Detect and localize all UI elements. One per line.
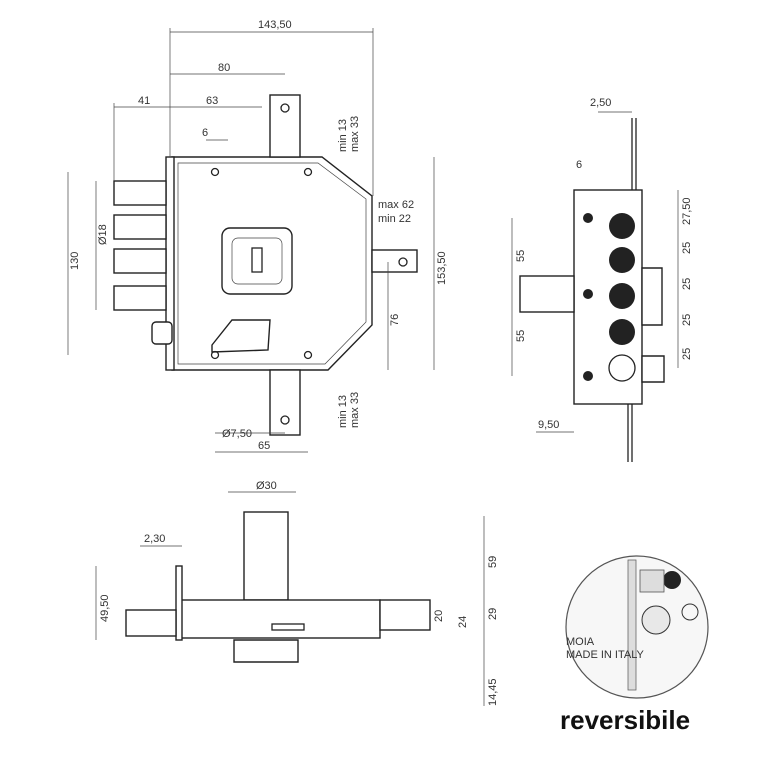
dim-side-950: 9,50: [538, 419, 559, 431]
dim-top-59: 59: [487, 556, 499, 568]
cylinder-housing: [221, 227, 293, 295]
dim-63: 63: [206, 95, 218, 107]
dim-top-4950: 49,50: [99, 594, 111, 622]
front-view: 143,50 80 41 63 6 max 33 min 13 max 62 m…: [67, 19, 448, 453]
dim-top-24: 24: [457, 616, 469, 628]
top-body: [179, 599, 381, 639]
detail-label1: MOIA: [566, 636, 595, 648]
dim-width: 143,50: [258, 19, 292, 31]
dim-side-250: 2,50: [590, 97, 611, 109]
dim-top-20: 20: [433, 610, 445, 622]
bolts: [113, 180, 173, 345]
top-rod-section: [243, 511, 289, 601]
dim-side-2750: 27,50: [681, 197, 693, 225]
bottom-rod: [269, 369, 301, 436]
caption-reversibile: reversibile: [560, 705, 691, 735]
dim-min13-top: min 13: [337, 119, 349, 152]
handle-slot: [211, 319, 271, 353]
dim-side-25d: 25: [681, 348, 693, 360]
dim-min13-bottom: min 13: [337, 395, 349, 428]
dim-80: 80: [218, 62, 230, 74]
dim-side-55a: 55: [515, 250, 527, 262]
dim-h130: 130: [69, 252, 81, 270]
dim-min22: min 22: [378, 213, 411, 225]
dim-41: 41: [138, 95, 150, 107]
dim-65: 65: [258, 440, 270, 452]
dim-top-1445: 14,45: [487, 678, 499, 706]
dim-top-230: 2,30: [144, 533, 165, 545]
detail-label2: MADE IN ITALY: [566, 649, 644, 661]
dim-top-29: 29: [487, 608, 499, 620]
dim-h76: 76: [389, 314, 401, 326]
side-view: 2,50 6 27,50 25 25 25 25 55 55 9,50: [511, 97, 693, 462]
top-rod: [269, 94, 301, 158]
dim-side-25b: 25: [681, 278, 693, 290]
dim-max33-bottom: max 33: [349, 392, 361, 428]
dim-side-hole6: 6: [576, 159, 582, 171]
side-bolt: [371, 249, 418, 273]
detail-view: MOIA MADE IN ITALY: [565, 555, 709, 699]
dim-side-25c: 25: [681, 314, 693, 326]
dim-h153: 153,50: [436, 251, 448, 285]
dim-side-25a: 25: [681, 242, 693, 254]
dim-max62: max 62: [378, 199, 414, 211]
dim-side-55b: 55: [515, 330, 527, 342]
top-view: Ø30 2,30 49,50 59 20 24 29 14,45: [95, 480, 499, 706]
dim-hole6: 6: [202, 127, 208, 139]
dim-d18: Ø18: [97, 224, 109, 245]
dim-max33-top: max 33: [349, 116, 361, 152]
dim-d7: Ø7,50: [222, 428, 252, 440]
dim-top-d30: Ø30: [256, 480, 277, 492]
